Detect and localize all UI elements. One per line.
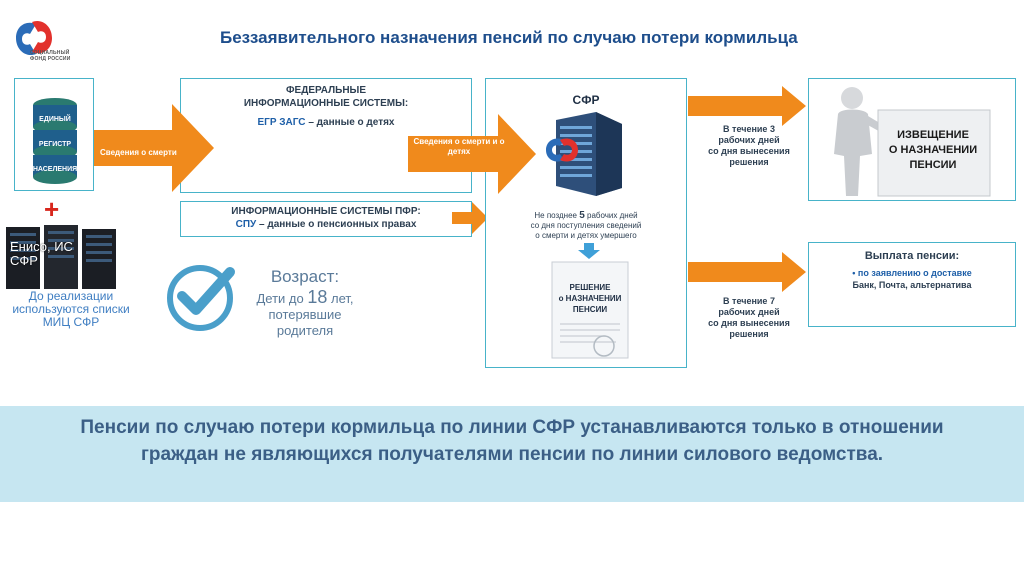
arrow-down-icon	[578, 243, 600, 259]
sfr-title: СФР	[572, 93, 600, 107]
payment-details: • по заявлению о доставке Банк, Почта, а…	[852, 268, 972, 290]
arrow-death-children-info	[408, 114, 536, 194]
checkmark-icon	[167, 265, 235, 331]
arrow1-label: Сведения о смерти	[100, 148, 177, 157]
arrow-to-payment	[688, 252, 806, 292]
db-label-1: ЕДИНЫЙ	[39, 114, 71, 123]
person-with-sign-icon	[834, 87, 991, 197]
db-label-2: РЕГИСТР	[39, 141, 71, 148]
banner-text: Пенсии по случаю потери кормильца по лин…	[80, 417, 944, 465]
payment-box	[808, 242, 1016, 327]
servers-label: Енисо, ИС СФР	[10, 239, 73, 268]
pfr-heading: ИНФОРМАЦИОННЫЕ СИСТЕМЫ ПФР:	[231, 206, 421, 217]
arrow-death-info	[94, 104, 214, 192]
term-7-days: В течение 7 рабочих дней со дня вынесени…	[708, 296, 790, 339]
arrow-to-notice	[688, 86, 806, 126]
pfr-source: СПУ – данные о пенсионных правах	[235, 219, 417, 230]
database-icon: ЕДИНЫЙ РЕГИСТР НАСЕЛЕНИЯ	[33, 98, 77, 184]
age-title: Возраст:	[270, 267, 340, 286]
sfr-deadline-note: Не позднее 5 рабочих дней со дня поступл…	[530, 210, 642, 241]
db-label-3: НАСЕЛЕНИЯ	[33, 166, 77, 173]
arrow-pfr	[452, 202, 488, 234]
pfr-systems-box	[180, 201, 472, 237]
federal-systems-box	[180, 78, 472, 193]
federal-heading: ФЕДЕРАЛЬНЫЕ ИНФОРМАЦИОННЫЕ СИСТЕМЫ:	[243, 85, 409, 109]
info-banner	[0, 406, 1024, 502]
building-icon	[546, 112, 622, 196]
mic-note: До реализации используются списки МИЦ СФ…	[12, 289, 130, 329]
payment-heading: Выплата пенсии:	[864, 250, 960, 262]
decision-text: РЕШЕНИЕ о НАЗНАЧЕНИИ ПЕНСИИ	[558, 283, 622, 314]
term-3-days: В течение 3 рабочих дней со дня вынесени…	[708, 124, 790, 167]
page-title: Беззаявительного назначения пенсий по сл…	[220, 28, 798, 47]
arrow2-label: Сведения о смерти и о детях	[413, 137, 505, 156]
age-text: Дети до 18 лет, потерявшие родителя	[256, 287, 354, 338]
logo-text: СОЦИАЛЬНЫЙ ФОНД РОССИИ	[30, 50, 71, 62]
decision-document-icon	[551, 261, 629, 359]
plus-icon: +	[44, 194, 60, 224]
servers-icon	[6, 225, 116, 289]
sfr-logo	[16, 20, 52, 56]
notice-text: ИЗВЕЩЕНИЕ О НАЗНАЧЕНИИ ПЕНСИИ	[888, 129, 978, 171]
federal-source: ЕГР ЗАГС – данные о детях	[257, 117, 395, 128]
